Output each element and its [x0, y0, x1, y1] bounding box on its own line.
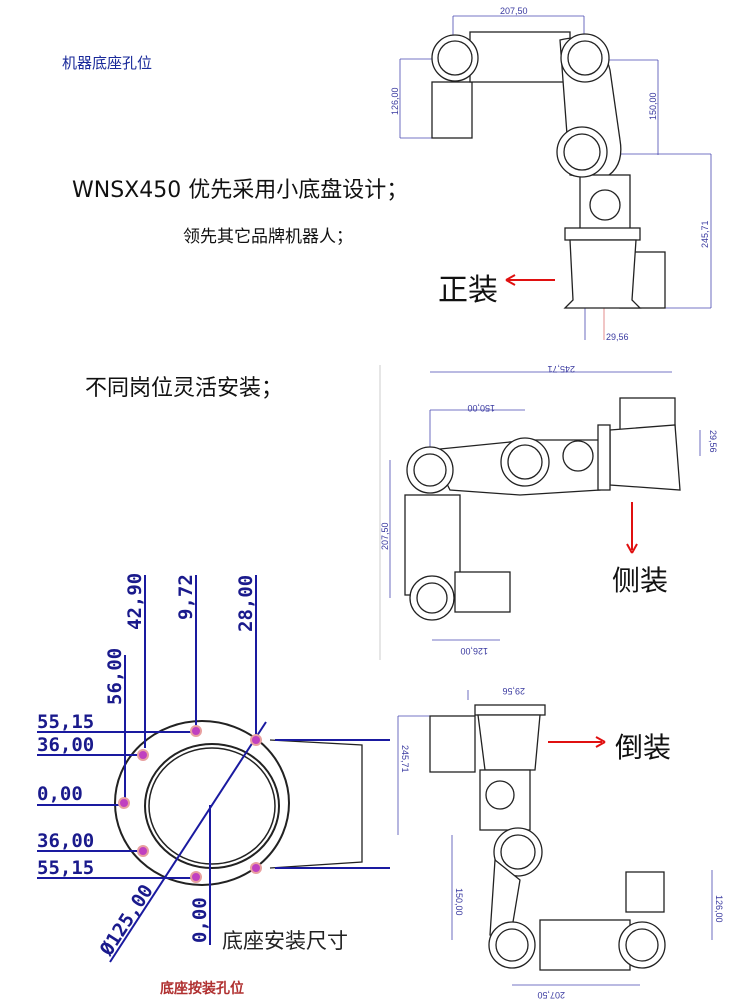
- robot-side: 245,71 150,00 29,56 207,50 126,00: [379, 364, 718, 660]
- label-inverted: 倒装: [615, 731, 671, 764]
- dim-top-1: 56,00: [104, 648, 126, 705]
- dim-tool-height: 126,00: [390, 87, 400, 115]
- dim-center: 0,00: [189, 897, 211, 943]
- label-upright: 正装: [438, 273, 498, 308]
- dim-side-width: 207,50: [380, 522, 390, 550]
- robot-inverted: 29,56 245,71 150,00 126,00 207,50: [397, 686, 724, 1000]
- dim-inv-offset: 29,56: [502, 686, 525, 696]
- header-label: 机器底座孔位: [62, 54, 153, 72]
- dim-top-2: 42,90: [124, 573, 146, 630]
- dim-diameter: Ø125,00: [95, 881, 158, 961]
- headline: WNSX450 优先采用小底盘设计；: [72, 178, 409, 203]
- dim-inv-arm: 150,00: [454, 888, 464, 916]
- dim-left-4: 36,00: [37, 830, 94, 852]
- mounting-holes: [118, 725, 262, 883]
- dim-inv-width: 207,50: [537, 990, 565, 1000]
- dim-arm: 150,00: [648, 92, 658, 120]
- dim-left-3: 0,00: [37, 783, 83, 805]
- dim-left-1: 55,15: [37, 711, 94, 733]
- dim-top-4: 28,00: [235, 575, 257, 632]
- dim-side-tool-height: 126,00: [460, 646, 488, 656]
- robot-upright: 207,50 126,00 150,00 245,71 29,56: [390, 6, 712, 342]
- dim-side-base-height: 245,71: [547, 364, 575, 374]
- base-footer: 底座按装孔位: [160, 981, 244, 997]
- dim-inv-tool-height: 126,00: [714, 895, 724, 923]
- dim-inv-base-height: 245,71: [400, 745, 410, 773]
- mounting-line: 不同岗位灵活安装；: [85, 376, 284, 401]
- dim-side-offset: 29,56: [708, 430, 718, 453]
- dim-base-height: 245,71: [700, 220, 710, 248]
- dim-side-arm: 150,00: [467, 403, 495, 413]
- base-caption: 底座安装尺寸: [222, 929, 348, 953]
- dim-left-5: 55,15: [37, 857, 94, 879]
- dim-offset: 29,56: [606, 332, 629, 342]
- dim-width: 207,50: [500, 6, 528, 16]
- label-side: 侧装: [612, 564, 668, 597]
- dim-left-2: 36,00: [37, 734, 94, 756]
- base-hole-diagram: 55,15 36,00 0,00 36,00 55,15 56,00 42,90…: [37, 573, 390, 963]
- subline: 领先其它品牌机器人；: [183, 227, 353, 247]
- dim-top-3: 9,72: [175, 574, 197, 620]
